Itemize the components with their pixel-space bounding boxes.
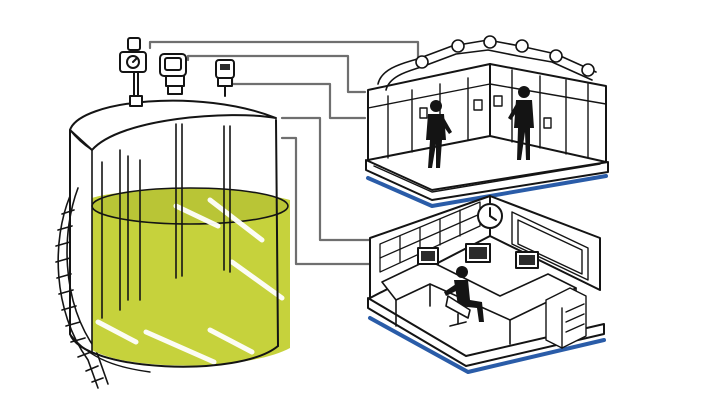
wire-tank-to-control-2 (280, 136, 374, 266)
control-floor-accent (368, 316, 606, 374)
wire-transmitter-to-cabinet (186, 54, 367, 94)
wire-gauge-to-cabinet (148, 40, 420, 68)
cable-trays (377, 35, 597, 91)
pressure-gauge-icon (119, 37, 147, 107)
operator-person-icon (426, 100, 452, 168)
monitor-icon (417, 243, 539, 269)
tank-roof (69, 99, 277, 151)
operator-person-icon (444, 266, 484, 322)
cabinet-room (365, 35, 609, 208)
radar-sensor-icon (215, 59, 235, 97)
liquid-reflections (95, 197, 285, 365)
tank-wall-right (275, 119, 279, 347)
office-chair (445, 295, 471, 327)
storage-tank (55, 37, 290, 389)
level-transmitter-icon (159, 53, 187, 95)
wire-tank-to-control-1 (280, 116, 374, 242)
cabinet-floor-accent (366, 174, 608, 208)
tank-liquid (92, 190, 290, 366)
operator-person-icon (508, 86, 534, 160)
liquid-surface (91, 187, 289, 225)
wall-clock-icon (477, 203, 503, 229)
cabinet-left-wall (367, 63, 491, 161)
control-room (367, 195, 606, 374)
tank-probes (101, 123, 231, 319)
